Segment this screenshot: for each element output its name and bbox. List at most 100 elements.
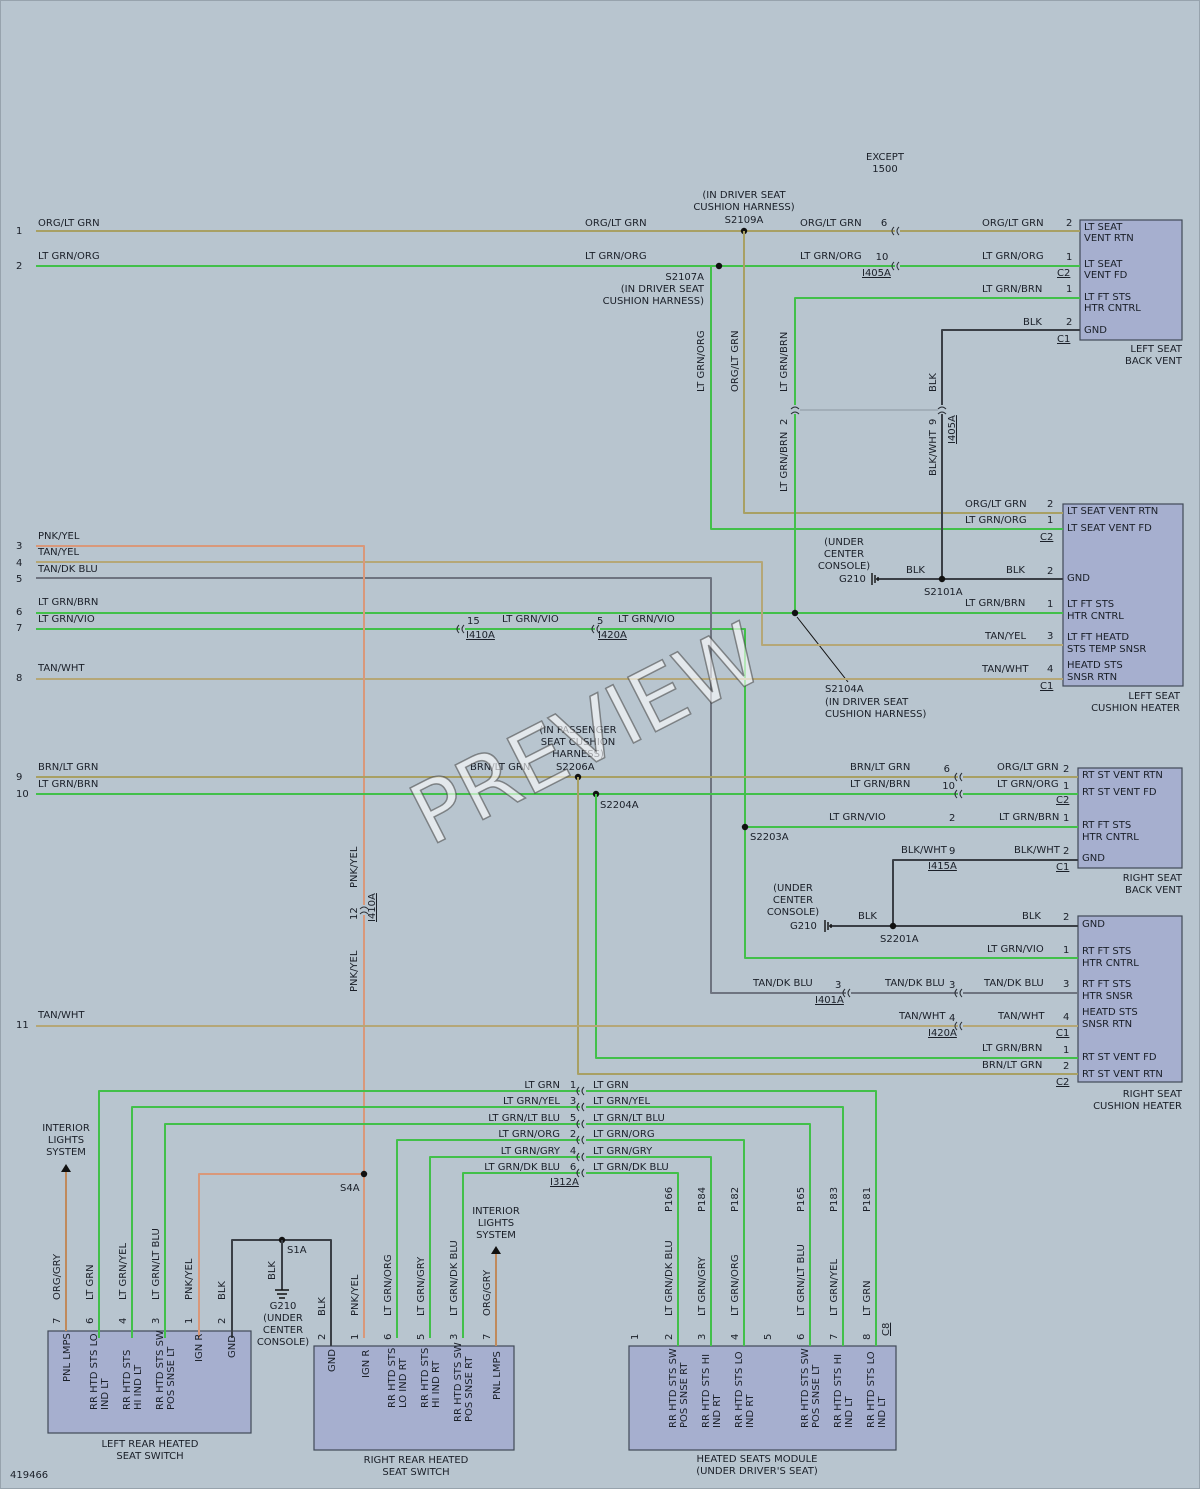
- wire-label: ORG/LT GRN: [730, 330, 741, 392]
- connector-label: I410A: [367, 893, 378, 922]
- pin-label: RR HTD STS SWPOS SNSE RT: [668, 1348, 690, 1428]
- wire-label: TAN/YEL: [984, 631, 1026, 642]
- splice-label: S2206A: [556, 762, 595, 773]
- wire-label: BLK: [267, 1261, 278, 1280]
- pin-label: RT ST VENT FD: [1082, 1052, 1157, 1063]
- splice-s2101a: [938, 575, 946, 583]
- wire-label: LT GRN/YEL: [593, 1096, 650, 1107]
- pin-label: PNL LMPS: [492, 1351, 503, 1400]
- connector-label: C2: [1056, 795, 1069, 806]
- connector-label: I405A: [947, 415, 958, 444]
- cavity-number: 2: [1063, 912, 1069, 923]
- pin-label: IGN R: [361, 1350, 372, 1378]
- wire-label: PNK/YEL: [350, 1274, 361, 1316]
- cavity-number: 3: [449, 1334, 460, 1340]
- cavity-number: 5: [416, 1334, 427, 1340]
- connector-symbol: [576, 1102, 585, 1112]
- cavity-number: 4: [1047, 664, 1053, 675]
- connector-symbol: [576, 1152, 585, 1162]
- wire-label: BLK: [858, 911, 877, 922]
- wire-label: TAN/WHT: [981, 664, 1029, 675]
- wire-label: LT GRN/ORG: [696, 330, 707, 392]
- wire-label: PNK/YEL: [184, 1258, 195, 1300]
- left-seat-back-vent[interactable]: [1079, 219, 1183, 341]
- wire-label: BRN/LT GRN: [850, 762, 910, 773]
- pin-label: RR HTD STS LOIND LT: [866, 1351, 888, 1428]
- cavity-number: 9: [928, 419, 939, 425]
- wire-label: ORG/LT GRN: [38, 218, 100, 229]
- wire-label: LT GRN/ORG: [965, 515, 1027, 526]
- right-rear-heated-seat-switch[interactable]: [313, 1345, 515, 1451]
- cavity-number: 8: [862, 1334, 873, 1340]
- wire-blk-wht: [892, 859, 1078, 926]
- left-rear-heated-seat-switch[interactable]: [47, 1330, 252, 1434]
- wire-lt-grn-yel: [586, 1106, 844, 1346]
- pin-label: GND: [327, 1349, 338, 1372]
- wire-label: LT GRN/ORG: [730, 1254, 741, 1316]
- wire-label: LT GRN/DK BLU: [593, 1162, 669, 1173]
- cavity-number: 3: [570, 1096, 576, 1107]
- splice-label: S1A: [287, 1245, 307, 1256]
- left-seat-cushion-heater[interactable]: [1062, 503, 1184, 687]
- right-seat-back-vent[interactable]: [1077, 767, 1183, 869]
- cavity-number: 7: [829, 1334, 840, 1340]
- wire-label: TAN/DK BLU: [37, 564, 98, 575]
- left-pin-number: 6: [16, 607, 22, 618]
- wire-label: BLK: [1006, 565, 1025, 576]
- cavity-number: 2: [1047, 499, 1053, 510]
- left-pin-number: 11: [16, 1020, 29, 1031]
- heated-seats-module[interactable]: [628, 1345, 897, 1451]
- wire-label: LT GRN/ORG: [982, 251, 1044, 262]
- wire-label: BLK/WHT: [928, 429, 939, 476]
- wire-label: LT GRN/VIO: [829, 812, 886, 823]
- wire-label: TAN/WHT: [997, 1011, 1045, 1022]
- wire-label: LT GRN/VIO: [38, 614, 95, 625]
- cavity-number: 3: [949, 980, 955, 991]
- figure-id: 419466: [10, 1470, 48, 1481]
- ground-symbol: [824, 920, 832, 932]
- wire-label: LT GRN/ORG: [498, 1129, 560, 1140]
- wire-label: LT GRN/GRY: [501, 1146, 561, 1157]
- cavity-number: 2: [570, 1129, 576, 1140]
- cavity-number: 7: [52, 1318, 63, 1324]
- left-pin-number: 3: [16, 541, 22, 552]
- connector-symbol: [576, 1119, 585, 1129]
- splice-label: S2107A: [665, 272, 704, 283]
- cavity-number: 1: [570, 1080, 576, 1091]
- pin-label: RR HTD STS HIIND LT: [833, 1354, 855, 1428]
- wire-label: LT GRN/BRN: [38, 779, 98, 790]
- cavity-number: 1: [1063, 945, 1069, 956]
- connector-label: I410A: [466, 630, 495, 641]
- connector-symbol: [842, 988, 851, 998]
- splice-label: S2203A: [750, 832, 789, 843]
- cavity-number: 4: [570, 1146, 576, 1157]
- connector-symbol: [591, 624, 600, 634]
- wire-label: ORG/LT GRN: [800, 218, 862, 229]
- leader-line: [796, 616, 849, 683]
- pin-label: RR HTD STSHI IND LT: [122, 1350, 144, 1410]
- wire-label: BLK/WHT: [901, 845, 948, 856]
- left-pin-number: 8: [16, 673, 22, 684]
- wire-label: LT GRN/ORG: [997, 779, 1059, 790]
- connector-symbol: [456, 624, 465, 634]
- splice-label: S2204A: [600, 800, 639, 811]
- wire-label: ORG/GRY: [52, 1253, 63, 1300]
- splice-label: S2101A: [924, 587, 963, 598]
- wire-tan-yel: [36, 561, 1063, 646]
- pin-label: GND: [1084, 325, 1107, 336]
- left-pin-number: 7: [16, 623, 22, 634]
- wire-label: LT GRN: [524, 1080, 560, 1091]
- right-seat-cushion-heater[interactable]: [1077, 915, 1183, 1083]
- connector-label: C2: [1040, 532, 1053, 543]
- splice-label: S4A: [340, 1183, 360, 1194]
- cavity-number: 6: [570, 1162, 576, 1173]
- connector-symbol: [954, 1021, 963, 1031]
- connector-symbol: [576, 1086, 585, 1096]
- connector-symbol: [937, 406, 947, 415]
